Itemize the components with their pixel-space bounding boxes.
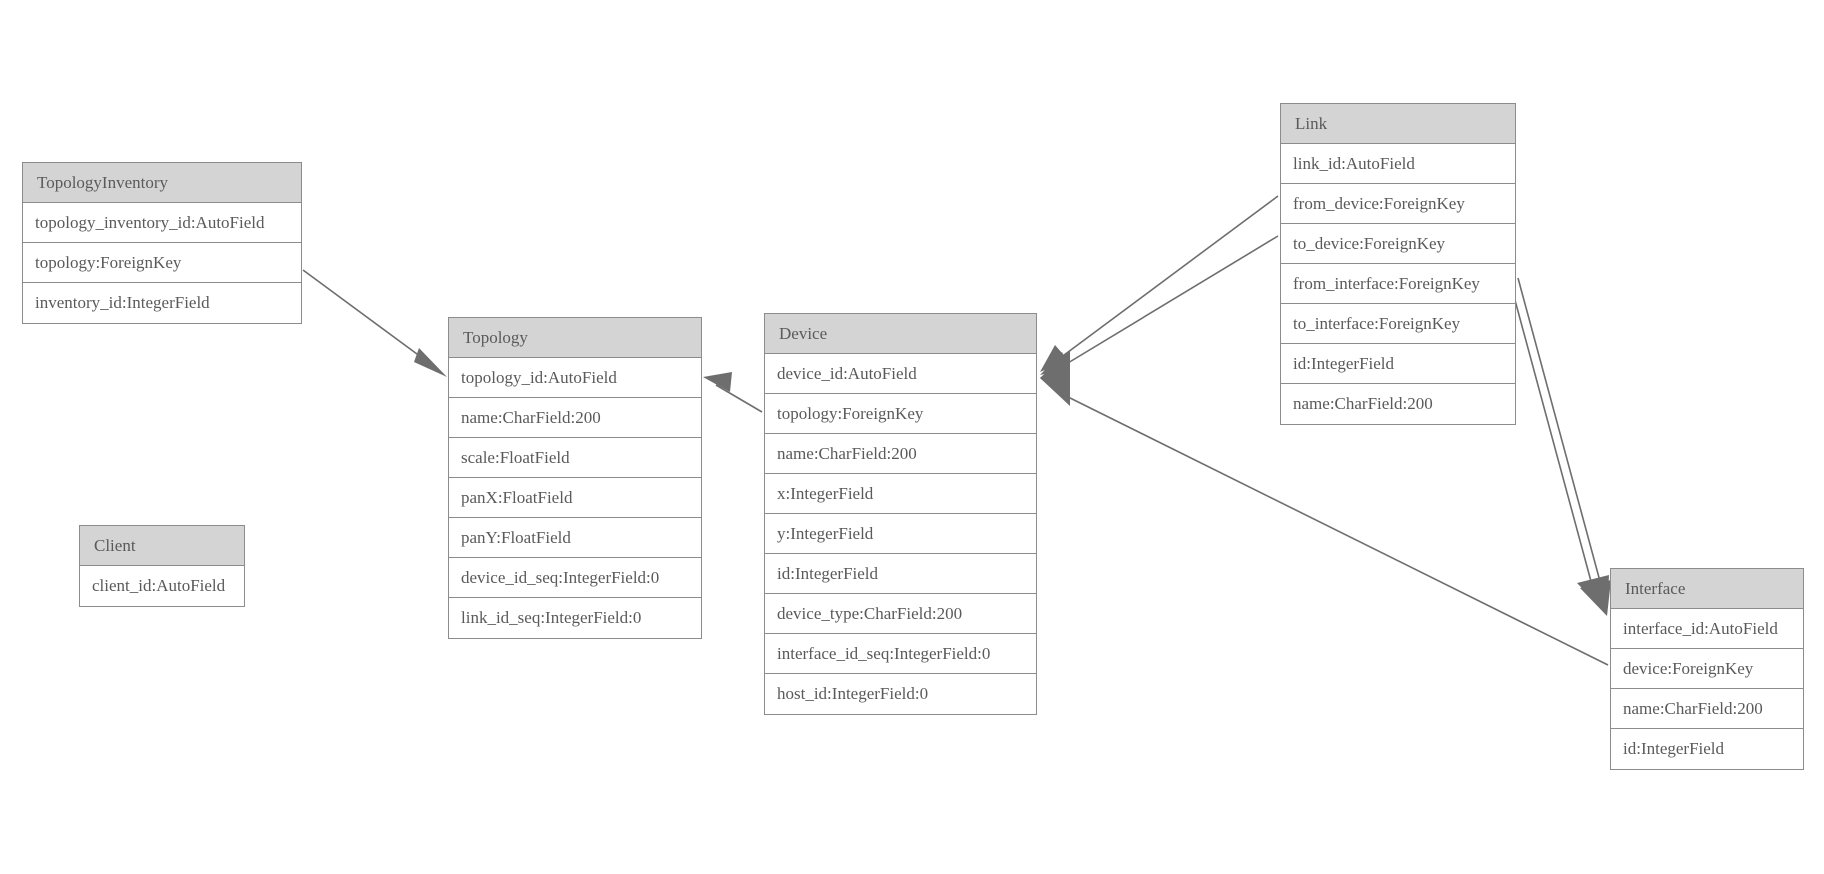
attribute-row: x:IntegerField [765, 474, 1036, 514]
entity-title-topologyinventory: TopologyInventory [23, 163, 301, 203]
attribute-row: name:CharField:200 [1281, 384, 1515, 424]
attribute-row: link_id_seq:IntegerField:0 [449, 598, 701, 638]
attribute-row: device:ForeignKey [1611, 649, 1803, 689]
entity-interface[interactable]: Interface interface_id:AutoField device:… [1610, 568, 1804, 770]
attribute-row: id:IntegerField [1281, 344, 1515, 384]
entity-topology[interactable]: Topology topology_id:AutoField name:Char… [448, 317, 702, 639]
entity-link[interactable]: Link link_id:AutoField from_device:Forei… [1280, 103, 1516, 425]
entity-title-topology: Topology [449, 318, 701, 358]
attribute-row: interface_id:AutoField [1611, 609, 1803, 649]
attribute-row: host_id:IntegerField:0 [765, 674, 1036, 714]
attribute-row: y:IntegerField [765, 514, 1036, 554]
edge-interface-device [1061, 393, 1609, 666]
attribute-row: panY:FloatField [449, 518, 701, 558]
attribute-row: from_interface:ForeignKey [1281, 264, 1515, 304]
attribute-row: id:IntegerField [765, 554, 1036, 594]
attribute-row: name:CharField:200 [1611, 689, 1803, 729]
attribute-row: from_device:ForeignKey [1281, 184, 1515, 224]
entity-device[interactable]: Device device_id:AutoField topology:Fore… [764, 313, 1037, 715]
entity-title-device: Device [765, 314, 1036, 354]
edge-link-from-interface [1508, 277, 1593, 586]
entity-title-interface: Interface [1611, 569, 1803, 609]
attribute-row: inventory_id:IntegerField [23, 283, 301, 323]
attribute-row: interface_id_seq:IntegerField:0 [765, 634, 1036, 674]
edge-link-from-device [1040, 195, 1279, 372]
entity-client[interactable]: Client client_id:AutoField [79, 525, 245, 607]
entity-title-client: Client [80, 526, 244, 566]
attribute-row: name:CharField:200 [449, 398, 701, 438]
attribute-row: panX:FloatField [449, 478, 701, 518]
attribute-row: client_id:AutoField [80, 566, 244, 606]
attribute-row: device_id_seq:IntegerField:0 [449, 558, 701, 598]
entity-topologyinventory[interactable]: TopologyInventory topology_inventory_id:… [22, 162, 302, 324]
entity-title-link: Link [1281, 104, 1515, 144]
edge-device-topology [703, 372, 763, 413]
attribute-row: device_type:CharField:200 [765, 594, 1036, 634]
arrowhead-interface-topleft [1577, 575, 1611, 616]
edge-link-to-interface [1517, 277, 1602, 586]
attribute-row: name:CharField:200 [765, 434, 1036, 474]
attribute-row: id:IntegerField [1611, 729, 1803, 769]
edge-topologyinventory-topology [302, 269, 447, 377]
attribute-row: topology_inventory_id:AutoField [23, 203, 301, 243]
arrowhead-cluster-device-right [1040, 350, 1070, 406]
attribute-row: device_id:AutoField [765, 354, 1036, 394]
attribute-row: topology:ForeignKey [23, 243, 301, 283]
edge-link-to-device [1040, 235, 1279, 375]
attribute-row: topology_id:AutoField [449, 358, 701, 398]
attribute-row: link_id:AutoField [1281, 144, 1515, 184]
attribute-row: scale:FloatField [449, 438, 701, 478]
attribute-row: to_interface:ForeignKey [1281, 304, 1515, 344]
attribute-row: to_device:ForeignKey [1281, 224, 1515, 264]
attribute-row: topology:ForeignKey [765, 394, 1036, 434]
